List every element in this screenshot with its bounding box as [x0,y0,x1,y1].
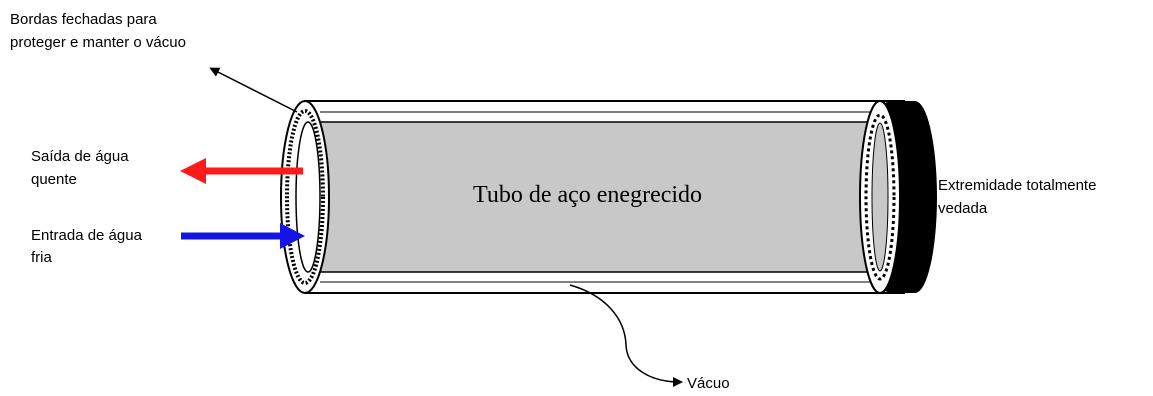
outer-glass-tube [305,100,880,294]
cold-water-label-line2: fria [31,249,52,266]
edges-label-line2: proteger e manter o vácuo [10,34,186,51]
vacuum-pointer-arrow [569,284,683,387]
edges-label-line1: Bordas fechadas para [10,11,157,28]
sealed-end-label-line1: Extremidade totalmente [938,177,1096,194]
edges-pointer-arrow [209,67,298,113]
cold-water-label-line1: Entrada de água [31,227,143,244]
tube-label: Tubo de aço enegrecido [473,182,702,208]
hot-water-arrow [180,158,303,184]
open-end-rings [280,100,330,294]
sealed-end [859,100,937,294]
cold-water-arrow [181,223,305,249]
vacuum-label: Vácuo [687,375,730,392]
sealed-end-label-line2: vedada [938,200,988,217]
hot-water-label-line1: Saída de água [31,148,129,165]
hot-water-label-line2: quente [31,171,77,188]
inner-steel-tube [318,121,880,273]
